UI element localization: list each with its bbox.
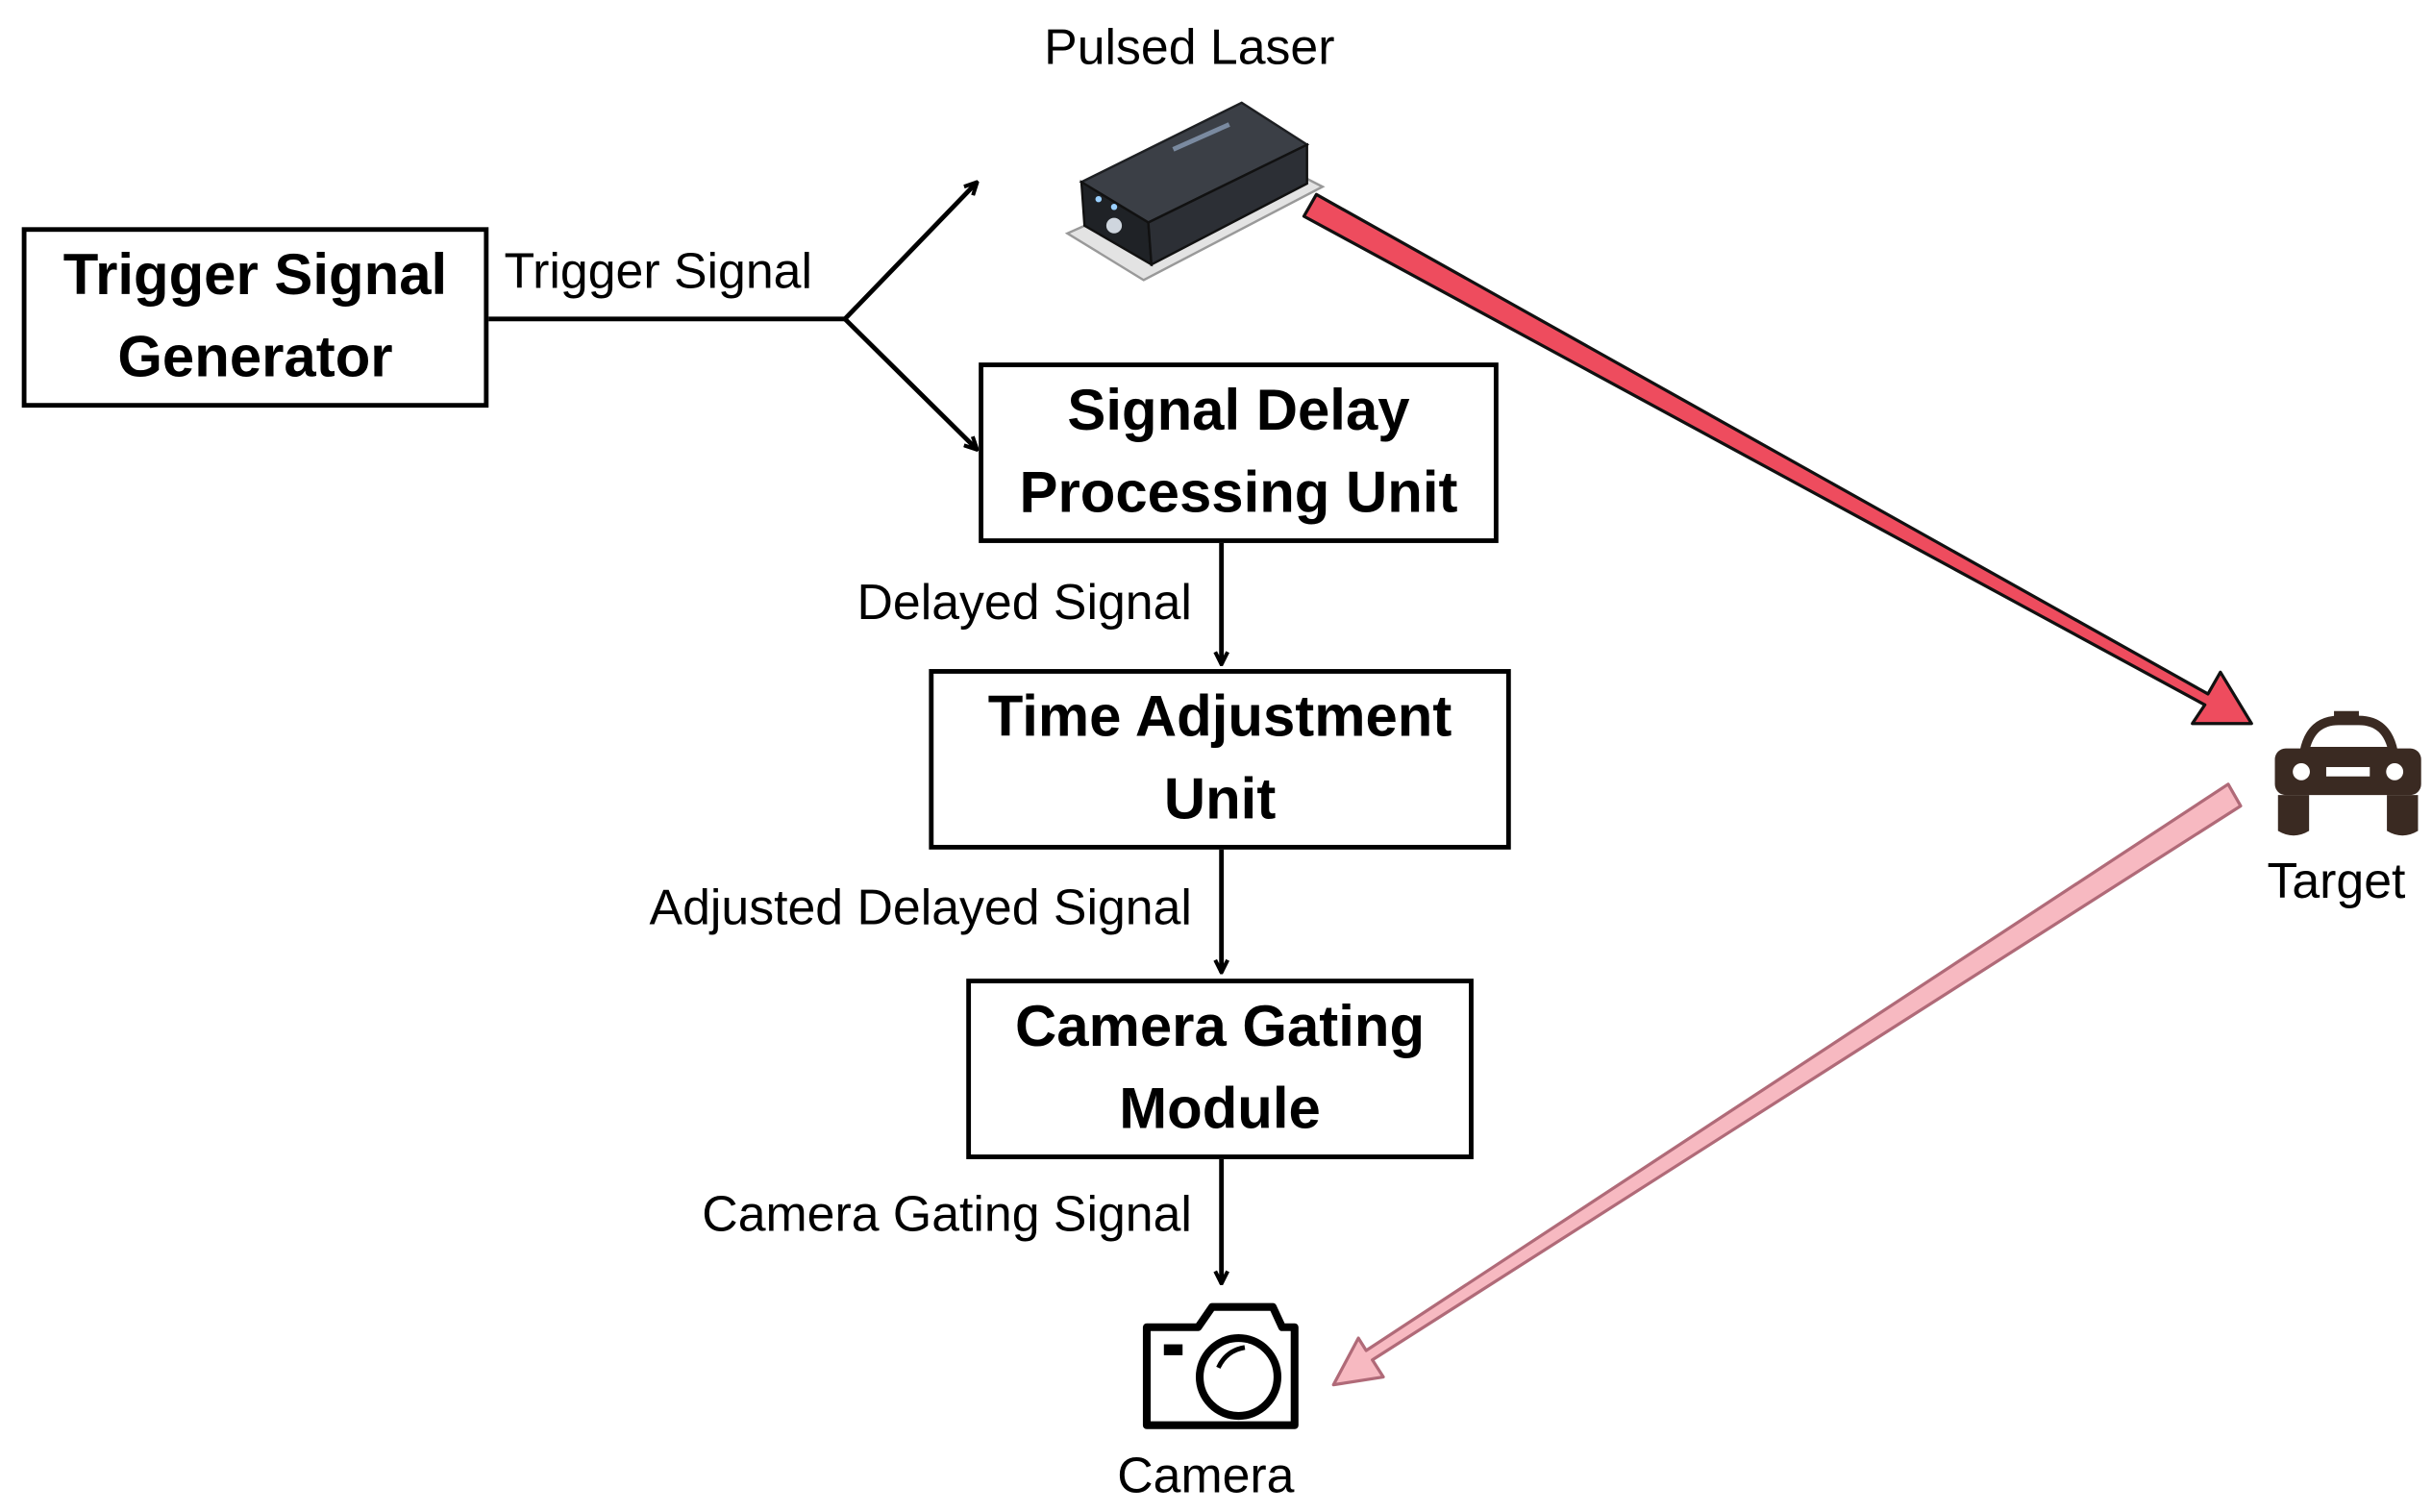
- signal-delay-processing-unit-label: Signal Delay Processing Unit: [1019, 379, 1458, 525]
- time-adjustment-unit-block: Time Adjustment Unit: [929, 669, 1511, 850]
- adjusted-delayed-signal-label: Adjusted Delayed Signal: [649, 879, 1192, 935]
- signal-delay-processing-unit-block: Signal Delay Processing Unit: [979, 362, 1499, 543]
- delayed-signal-label: Delayed Signal: [856, 574, 1192, 631]
- trigger-signal-label: Trigger Signal: [504, 242, 812, 299]
- camera-icon: [1142, 1302, 1299, 1429]
- car-icon: [2274, 710, 2421, 836]
- reflected-laser-beam: [1331, 782, 2243, 1387]
- camera-label: Camera: [1117, 1447, 1295, 1503]
- trigger-signal-generator-block: Trigger Signal Generator: [21, 227, 489, 409]
- camera-gating-module-label: Camera Gating Module: [1015, 995, 1426, 1141]
- camera-gating-module-block: Camera Gating Module: [966, 979, 1474, 1159]
- outgoing-laser-beam: [1302, 192, 2253, 726]
- pulsed-laser-device-icon: [1064, 101, 1326, 282]
- trigger-signal-generator-label: Trigger Signal Generator: [62, 243, 448, 389]
- trigger-to-delay-arrow: [843, 317, 978, 450]
- target-label: Target: [2267, 853, 2406, 909]
- trigger-to-laser-arrow: [843, 182, 978, 321]
- camera-gating-signal-label: Camera Gating Signal: [702, 1185, 1192, 1242]
- pulsed-laser-label: Pulsed Laser: [1044, 18, 1335, 75]
- time-adjustment-unit-label: Time Adjustment Unit: [987, 684, 1452, 831]
